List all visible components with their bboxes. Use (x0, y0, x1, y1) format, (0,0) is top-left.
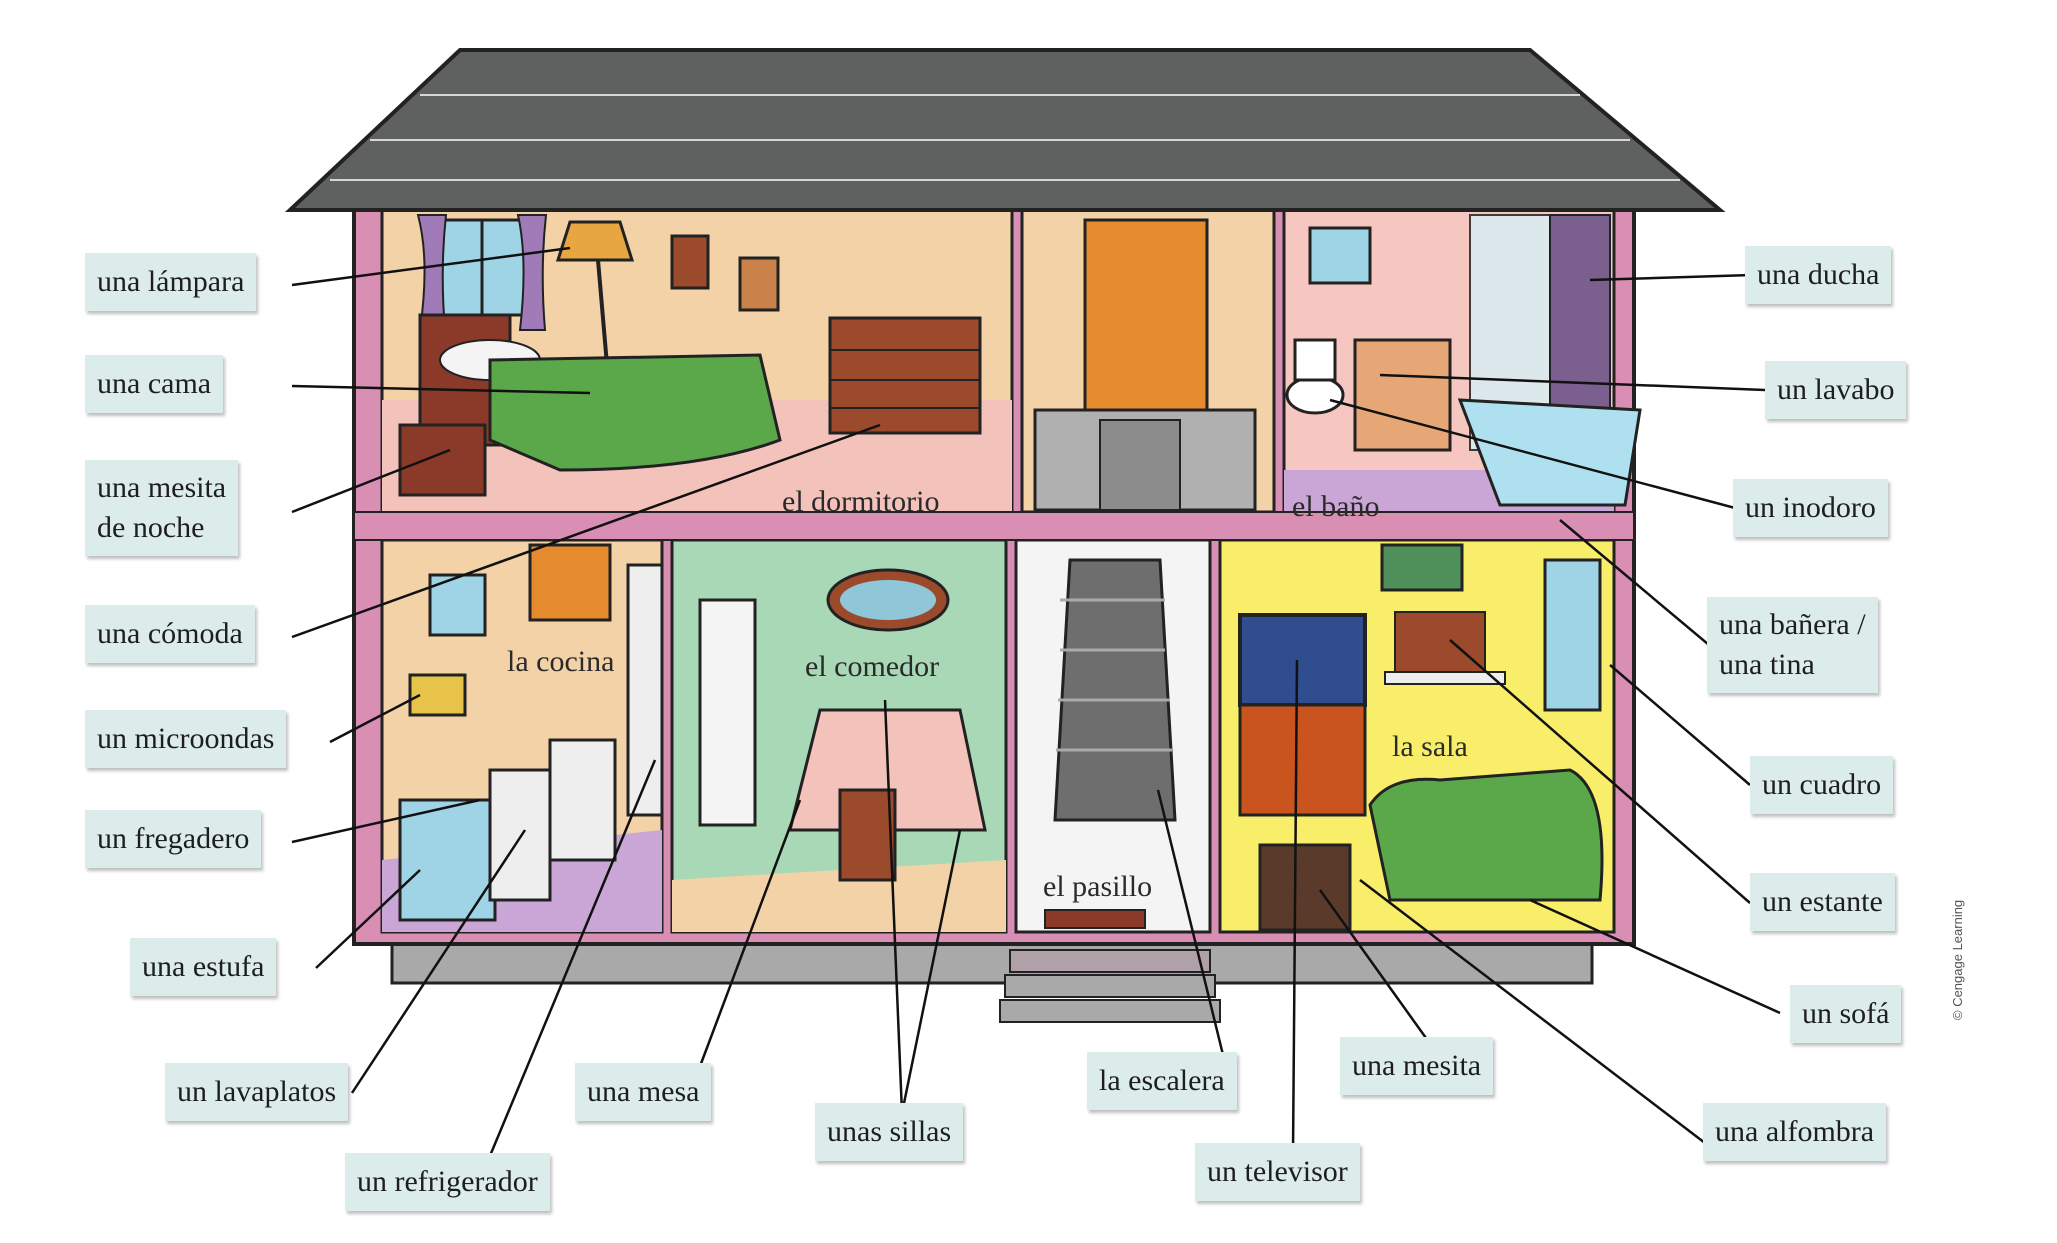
label-televisor: un televisor (1195, 1143, 1360, 1201)
label-mesita: una mesita (1340, 1037, 1493, 1095)
label-mesa: una mesa (575, 1063, 711, 1121)
kitchen (382, 540, 662, 932)
label-lampara: una lámpara (85, 253, 256, 311)
room-comedor: el comedor (805, 650, 939, 684)
room-pasillo: el pasillo (1043, 870, 1152, 904)
label-microondas: un microondas (85, 710, 286, 768)
label-refrigerador: un refrigerador (345, 1153, 550, 1211)
label-estufa: una estufa (130, 938, 276, 996)
label-inodoro: un inodoro (1733, 479, 1888, 537)
label-banera-line2: una tina (1719, 645, 1866, 685)
room-dormitorio: el dormitorio (782, 485, 939, 519)
label-lavaplatos: un lavaplatos (165, 1063, 348, 1121)
label-banera-tina: una bañera / una tina (1707, 597, 1878, 693)
label-ducha: una ducha (1745, 246, 1891, 304)
label-lavabo: un lavabo (1765, 361, 1906, 419)
label-sofa: un sofá (1790, 985, 1901, 1043)
lower-hallway (1000, 540, 1220, 1022)
label-mesita-de-noche-line2: de noche (97, 508, 226, 548)
label-comoda: una cómoda (85, 605, 255, 663)
dining-room (672, 540, 1006, 932)
copyright-credit: © Cengage Learning (1950, 900, 1965, 1020)
label-banera-line1: una bañera / (1719, 605, 1866, 645)
floor-divider (354, 512, 1634, 540)
bedroom (382, 202, 1012, 512)
room-bano: el baño (1292, 490, 1379, 524)
label-estante: un estante (1750, 873, 1895, 931)
label-alfombra: una alfombra (1703, 1103, 1886, 1161)
label-sillas: unas sillas (815, 1103, 963, 1161)
label-mesita-de-noche-line1: una mesita (97, 468, 226, 508)
label-mesita-de-noche: una mesita de noche (85, 460, 238, 556)
label-fregadero: un fregadero (85, 810, 261, 868)
bathroom (1284, 202, 1640, 512)
label-escalera: la escalera (1087, 1052, 1237, 1110)
room-cocina: la cocina (507, 645, 614, 679)
roof (290, 50, 1720, 210)
label-cuadro: un cuadro (1750, 756, 1893, 814)
upper-hallway (1022, 202, 1274, 512)
room-sala: la sala (1392, 730, 1468, 764)
label-cama: una cama (85, 355, 223, 413)
